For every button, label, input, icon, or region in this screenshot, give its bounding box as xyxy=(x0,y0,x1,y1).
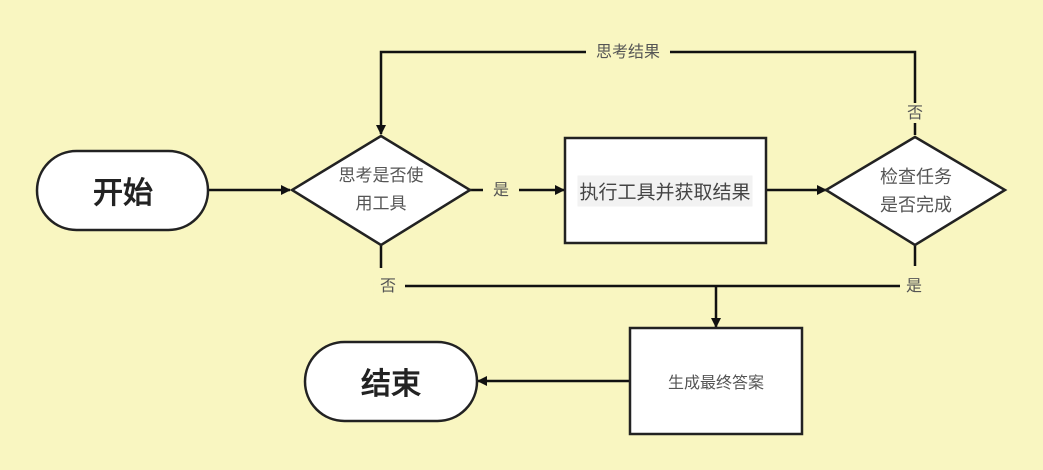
edge-label-done-yes: 是 xyxy=(899,276,929,296)
edge-label-think-result: 思考结果 xyxy=(585,42,671,62)
decide-tool-label-line1: 思考是否使 xyxy=(338,166,424,186)
decide-tool-label-line2: 用工具 xyxy=(355,194,407,214)
edge-check-no-loop xyxy=(376,50,917,135)
check-done-label-line2: 是否完成 xyxy=(880,195,952,216)
end-node[interactable] xyxy=(303,340,479,423)
start-node[interactable] xyxy=(35,149,210,232)
execute-label: 执行工具并获取结果 xyxy=(577,175,753,207)
final-answer-node[interactable] xyxy=(628,326,804,436)
decide-tool-node[interactable] xyxy=(289,134,473,247)
end-label: 结束 xyxy=(361,367,421,402)
start-label: 开始 xyxy=(93,176,153,211)
check-done-label: 检查任务 是否完成 xyxy=(880,164,952,220)
check-done-node[interactable] xyxy=(823,135,1008,247)
decide-tool-label: 思考是否使 用工具 xyxy=(339,162,424,218)
edge-label-tool-no: 否 xyxy=(373,276,403,296)
check-done-label-line1: 检查任务 xyxy=(880,167,952,188)
final-answer-label: 生成最终答案 xyxy=(667,373,765,392)
edge-label-done-no: 否 xyxy=(900,103,930,123)
edge-label-tool-yes: 是 xyxy=(482,180,520,200)
